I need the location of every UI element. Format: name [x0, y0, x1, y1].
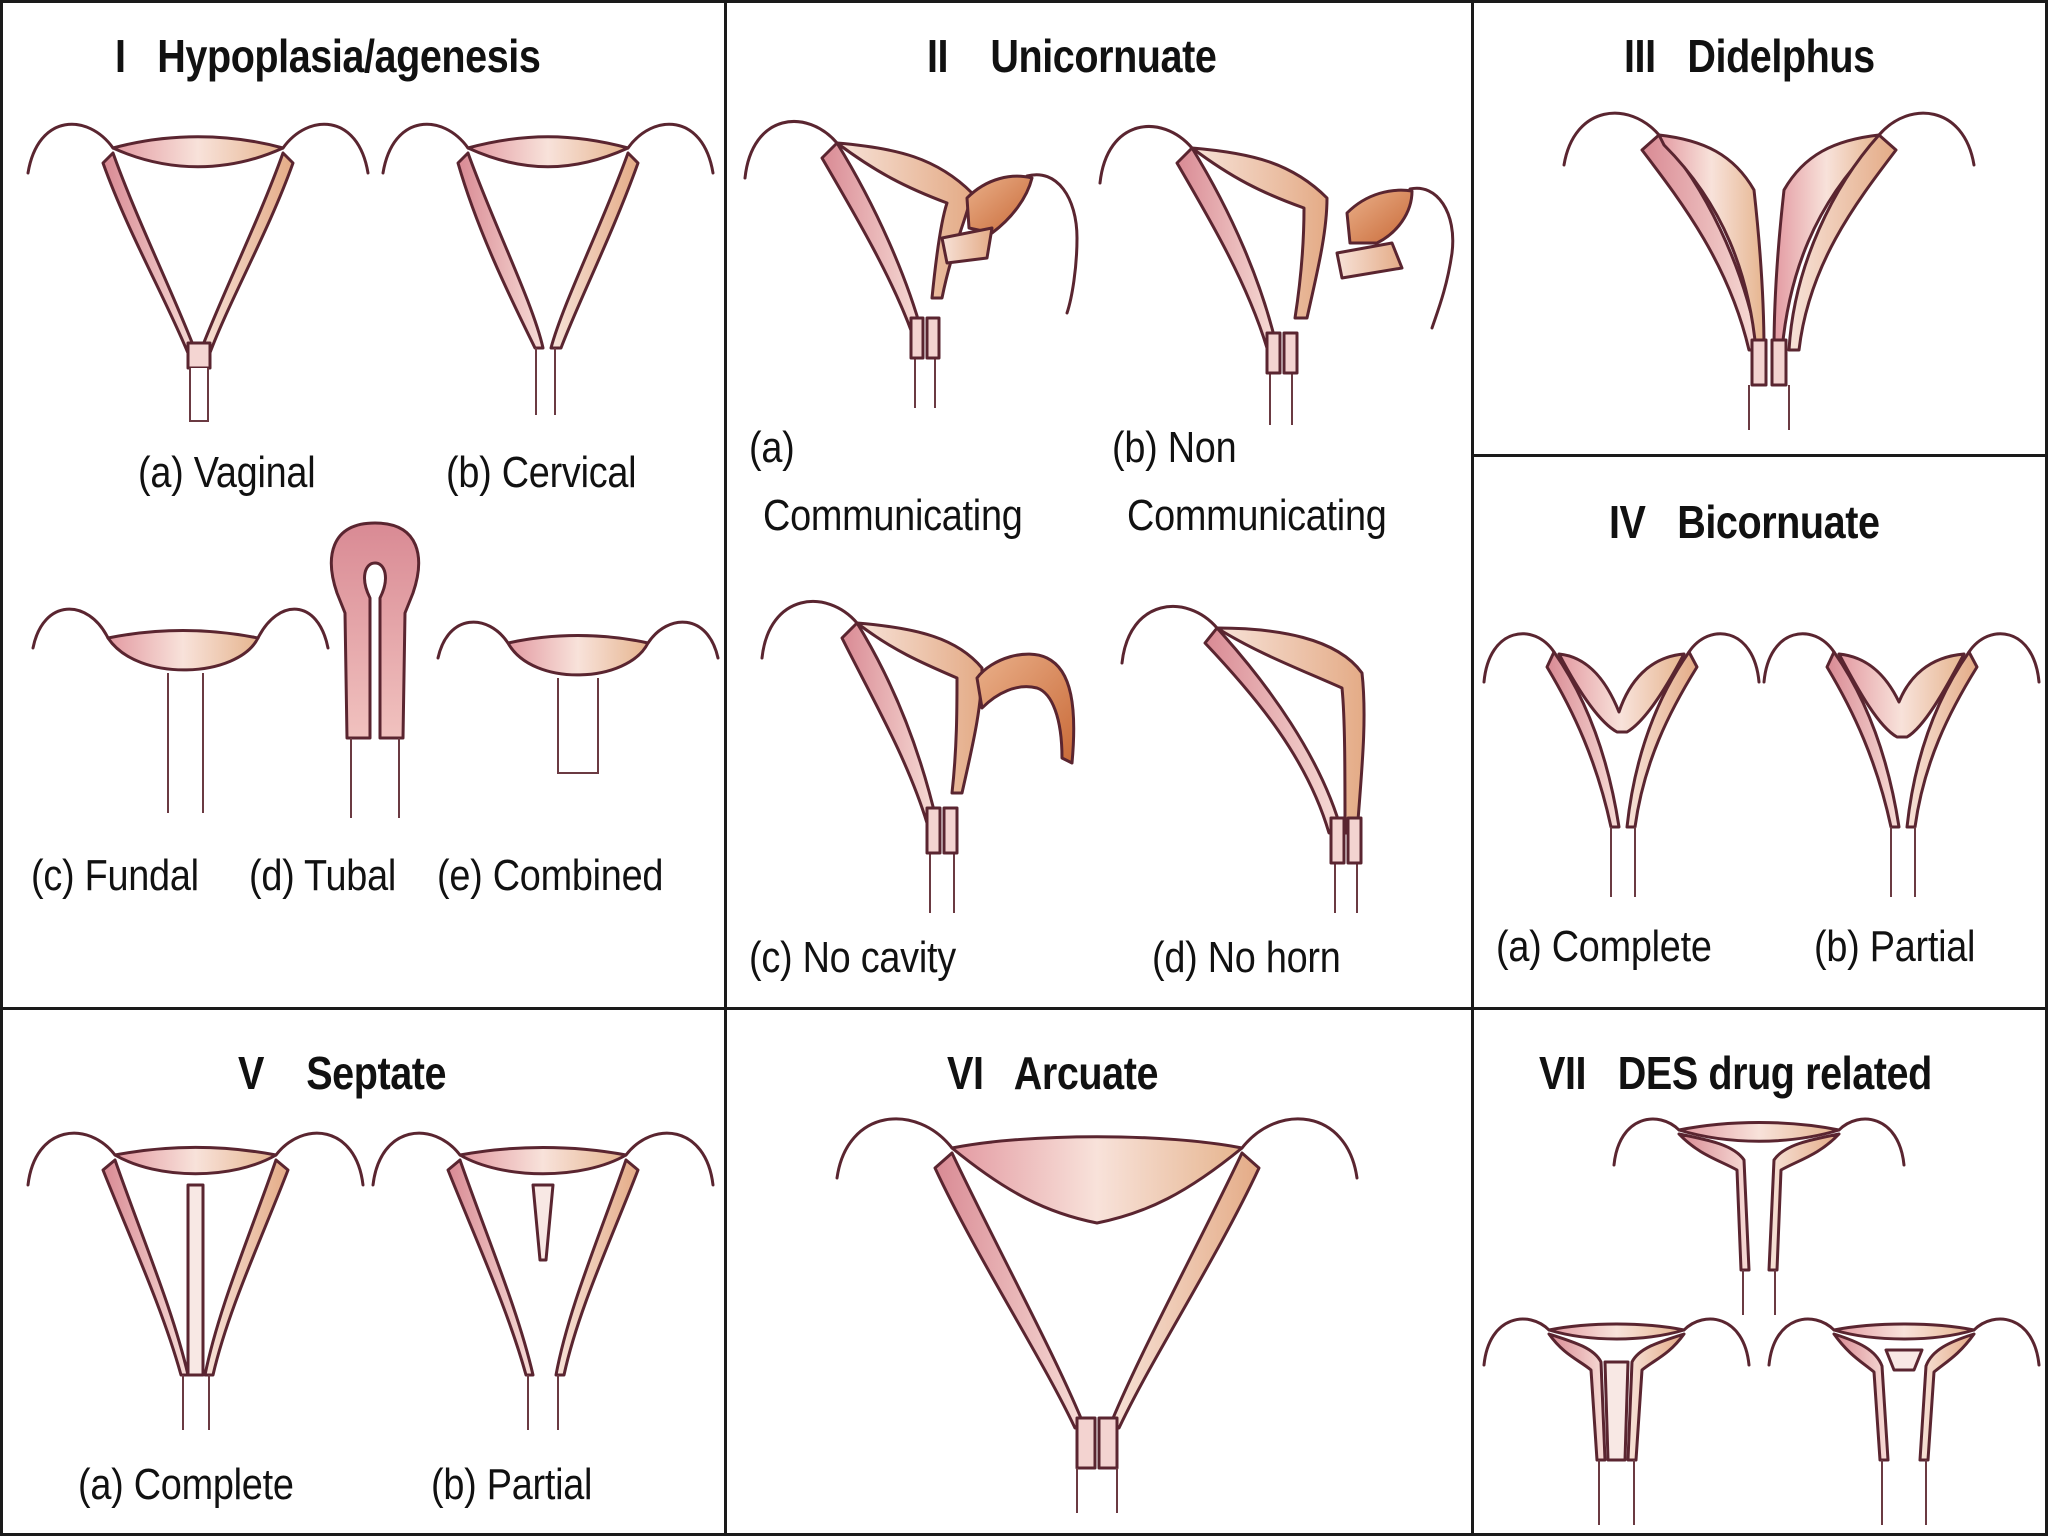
- caption-a: (a) Vaginal: [138, 448, 316, 497]
- des-uterus-left-illustration: [1482, 1317, 1751, 1525]
- caption-a: (a) Complete: [78, 1460, 294, 1509]
- panel-unicornuate: II Unicornuate (a) Communicating: [724, 0, 1474, 1010]
- panel-hypoplasia-agenesis: I Hypoplasia/agenesis (a) Vaginal (b) Ce…: [0, 0, 727, 1010]
- panel-septate: V Septate (a) Complete (b) Partial: [0, 1007, 727, 1536]
- uterus-tubal-agenesis-illustration: [329, 521, 421, 818]
- panel-des-drug-related: VII DES drug related: [1471, 1007, 2048, 1536]
- bicornuate-partial-illustration: [1762, 632, 2041, 897]
- caption-c: (c) Fundal: [31, 851, 199, 900]
- caption-b-line2: Communicating: [1127, 491, 1387, 540]
- panel-title: III Didelphus: [1624, 30, 1875, 82]
- caption-b: (b) Cervical: [446, 448, 637, 497]
- uterus-didelphus-illustration: [1562, 111, 1976, 430]
- unicornuate-communicating-illustration: [743, 120, 1079, 408]
- caption-b: (b) Partial: [431, 1460, 593, 1509]
- uterus-arcuate-illustration: [835, 1117, 1359, 1513]
- caption-a-line2: Communicating: [763, 491, 1023, 540]
- caption-e: (e) Combined: [437, 851, 664, 900]
- unicornuate-non-communicating-illustration: [1098, 125, 1455, 425]
- uterus-combined-agenesis-illustration: [436, 620, 720, 774]
- des-uterus-right-illustration: [1767, 1317, 2041, 1525]
- panel-title: VI Arcuate: [947, 1047, 1159, 1099]
- uterus-vaginal-agenesis-illustration: [26, 122, 370, 422]
- uterus-cervical-agenesis-illustration: [381, 122, 715, 415]
- septate-complete-illustration: [26, 1131, 365, 1430]
- des-t-shaped-uterus-illustration: [1612, 1117, 1906, 1315]
- caption-d: (d) Tubal: [249, 851, 397, 900]
- panel-bicornuate: IV Bicornuate (a) Complete (b) Partial: [1471, 454, 2048, 1010]
- unicornuate-no-cavity-illustration: [760, 600, 1076, 913]
- uterus-fundal-agenesis-illustration: [31, 607, 330, 813]
- panel-title: V Septate: [238, 1047, 447, 1099]
- panel-didelphus: III Didelphus: [1471, 0, 2048, 457]
- panel-arcuate: VI Arcuate: [724, 1007, 1474, 1536]
- caption-b-line1: (b) Non: [1112, 423, 1237, 472]
- caption-c: (c) No cavity: [749, 933, 956, 982]
- caption-b: (b) Partial: [1814, 922, 1976, 971]
- panel-title: II Unicornuate: [927, 30, 1217, 82]
- caption-a-line1: (a): [749, 423, 795, 472]
- caption-d: (d) No horn: [1152, 933, 1341, 982]
- unicornuate-no-horn-illustration: [1120, 605, 1366, 913]
- bicornuate-complete-illustration: [1482, 632, 1761, 897]
- caption-a: (a) Complete: [1496, 922, 1712, 971]
- septate-partial-illustration: [371, 1131, 715, 1430]
- panel-title: I Hypoplasia/agenesis: [115, 30, 541, 82]
- panel-title: VII DES drug related: [1539, 1047, 1932, 1099]
- panel-title: IV Bicornuate: [1609, 496, 1880, 548]
